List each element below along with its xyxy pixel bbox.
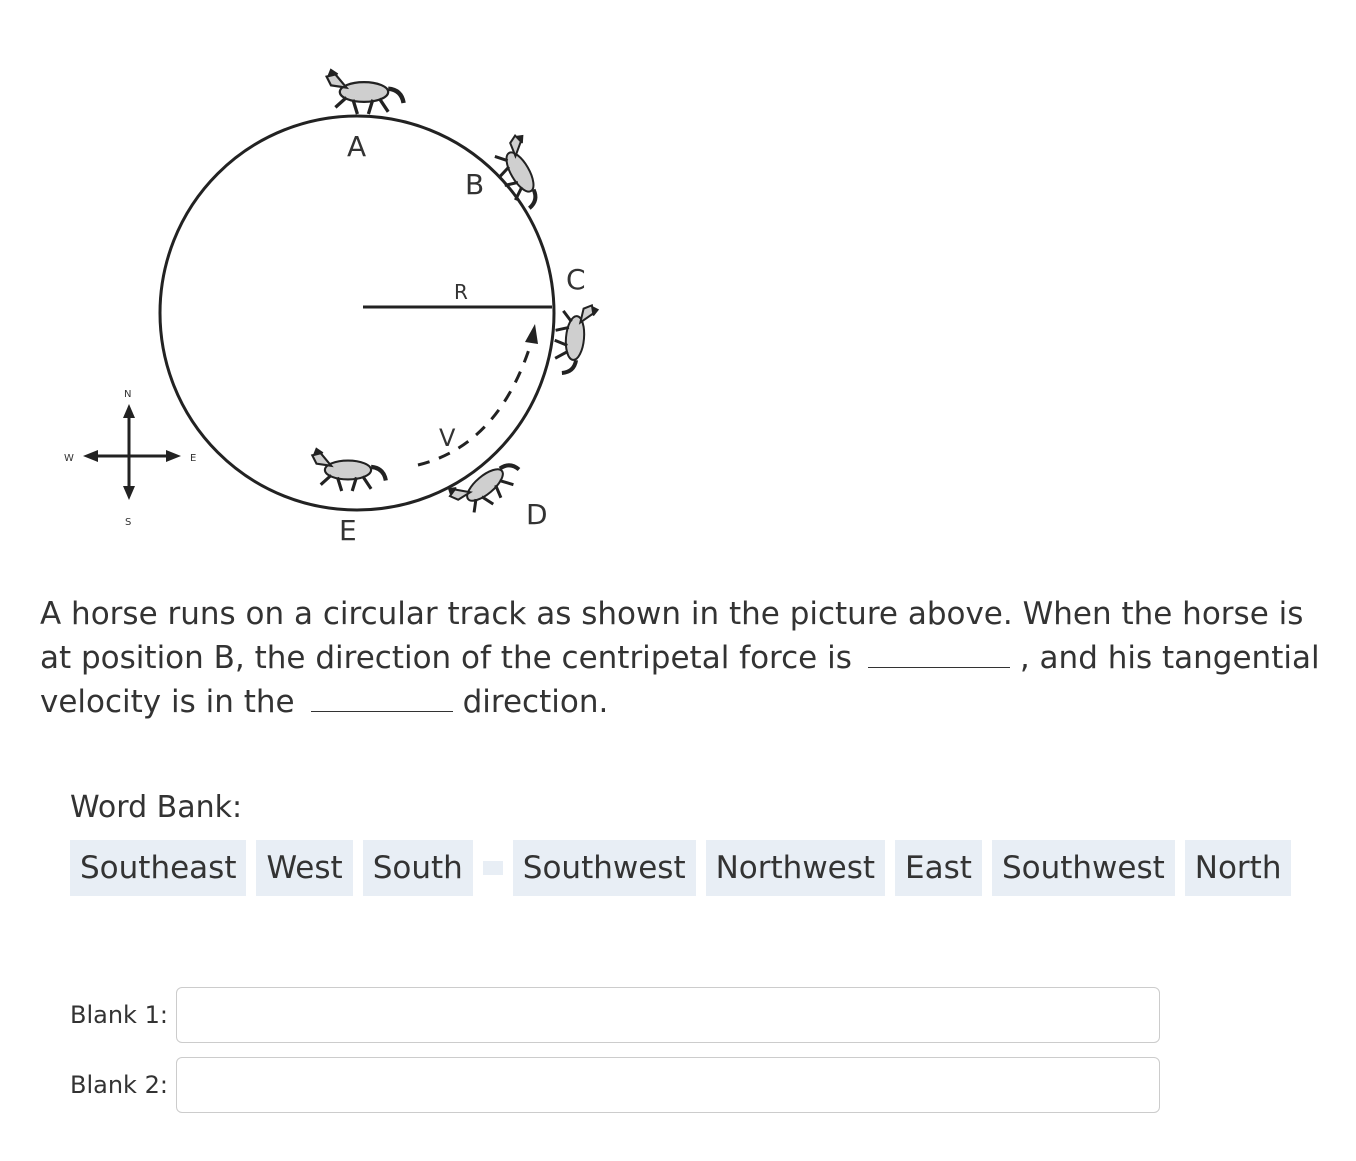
word-chip-southwest[interactable]: Southwest (512, 840, 696, 896)
position-label-e: E (339, 514, 357, 547)
word-chip-northwest[interactable]: Northwest (705, 840, 886, 896)
word-chip-west[interactable]: West (256, 840, 353, 896)
compass-east-label: E (190, 453, 196, 464)
compass: N S W E (64, 389, 196, 528)
word-chip-south[interactable]: South (362, 840, 473, 896)
word-bank: Southeast West South Southwest Northwest… (70, 840, 1301, 896)
horse-at-d (444, 444, 528, 525)
radius-label: R (454, 280, 468, 304)
compass-south-label: S (125, 517, 131, 528)
question-part-2: , and his tangential velocity is in the (40, 640, 1320, 720)
horse-at-a (327, 70, 404, 114)
horse-at-c (549, 300, 600, 378)
compass-west-label: W (64, 453, 74, 464)
position-label-d: D (526, 498, 548, 531)
question-part-3: direction. (462, 684, 609, 720)
position-label-b: B (465, 168, 484, 201)
circular-track-figure: R V A B C D E N S W E (64, 0, 600, 547)
word-chip-southwest-2[interactable]: Southwest (991, 840, 1175, 896)
velocity-label: V (439, 424, 456, 452)
word-chip-east[interactable]: East (895, 840, 982, 896)
word-chip-empty[interactable] (482, 861, 503, 875)
blank-1-row: Blank 1: (70, 987, 1160, 1043)
question-text: A horse runs on a circular track as show… (40, 592, 1320, 724)
position-label-c: C (566, 263, 586, 296)
track-circle (158, 114, 556, 512)
horse-at-e (312, 449, 386, 491)
blank-2-row: Blank 2: (70, 1057, 1160, 1113)
word-chip-southeast[interactable]: Southeast (70, 840, 247, 896)
inline-blank-2 (310, 689, 453, 712)
word-chip-north[interactable]: North (1184, 840, 1292, 896)
question-part-1: A horse runs on a circular track as show… (40, 596, 1304, 676)
position-label-a: A (347, 130, 366, 163)
blank-2-label: Blank 2: (70, 1071, 168, 1099)
velocity-arrowhead (525, 324, 538, 344)
inline-blank-1 (867, 645, 1010, 668)
velocity-arc (417, 339, 534, 467)
blank-1-label: Blank 1: (70, 1001, 168, 1029)
word-bank-title: Word Bank: (70, 790, 243, 825)
blank-1-input[interactable] (176, 987, 1160, 1043)
blank-2-input[interactable] (176, 1057, 1160, 1113)
compass-north-label: N (124, 389, 131, 400)
